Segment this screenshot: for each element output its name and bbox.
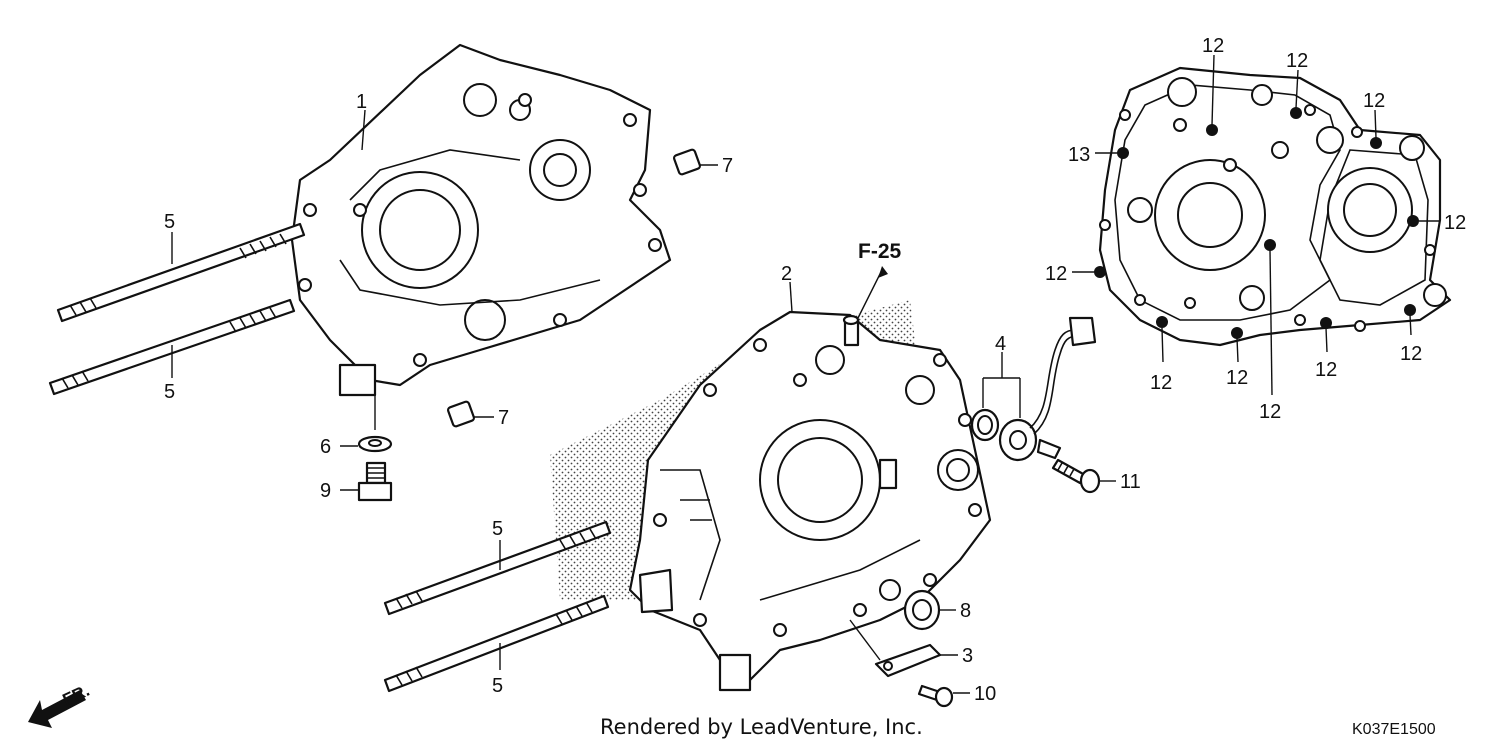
crankcase-gasket-view: [1094, 66, 1452, 347]
drain-bolt: [357, 461, 393, 502]
sealing-washer: [357, 435, 393, 453]
callout-3: 3: [962, 645, 973, 667]
callout-9: 9: [320, 480, 331, 502]
callout-12i: 12: [1226, 367, 1248, 389]
o-ring: [970, 408, 1000, 442]
flange-bolt-small: [917, 684, 954, 708]
stud-bolt-right-upper: [383, 520, 612, 616]
front-direction-arrow-icon: [28, 690, 86, 728]
callout-1: 1: [356, 91, 367, 113]
callout-12b: 12: [1286, 50, 1308, 72]
diagram-code: K037E1500: [1352, 721, 1436, 738]
stud-bolt-left-upper: [56, 222, 306, 323]
callout-5c: 5: [492, 518, 503, 540]
callout-12a: 12: [1202, 35, 1224, 57]
left-crankcase: [290, 43, 672, 397]
callout-7a: 7: [722, 155, 733, 177]
dowel-pin-lower: [446, 400, 476, 428]
callout-12h: 12: [1150, 372, 1172, 394]
flange-bolt: [1051, 458, 1101, 494]
callout-12e: 12: [1045, 263, 1067, 285]
dowel-pin-upper: [672, 148, 702, 176]
render-credit: Rendered by LeadVenture, Inc.: [600, 715, 923, 739]
reference-f25: F-25: [858, 240, 902, 263]
callout-12g: 12: [1315, 359, 1337, 381]
callout-4: 4: [995, 333, 1006, 355]
oil-seal: [903, 589, 941, 631]
callout-13: 13: [1068, 144, 1090, 166]
callout-5d: 5: [492, 675, 503, 697]
callout-8: 8: [960, 600, 971, 622]
stud-bolt-right-lower: [383, 594, 610, 693]
callout-2: 2: [781, 263, 792, 285]
setting-plate: [874, 643, 942, 678]
callout-10: 10: [974, 683, 996, 705]
callout-5a: 5: [164, 211, 175, 233]
callout-12c: 12: [1363, 90, 1385, 112]
sensor-assembly: [998, 316, 1097, 462]
callout-11: 11: [1120, 471, 1141, 493]
callout-12j: 12: [1259, 401, 1281, 423]
callout-12d: 12: [1444, 212, 1466, 234]
callout-5b: 5: [164, 381, 175, 403]
callout-6: 6: [320, 436, 331, 458]
callout-12f: 12: [1400, 343, 1422, 365]
callout-7b: 7: [498, 407, 509, 429]
right-crankcase: [628, 310, 992, 692]
